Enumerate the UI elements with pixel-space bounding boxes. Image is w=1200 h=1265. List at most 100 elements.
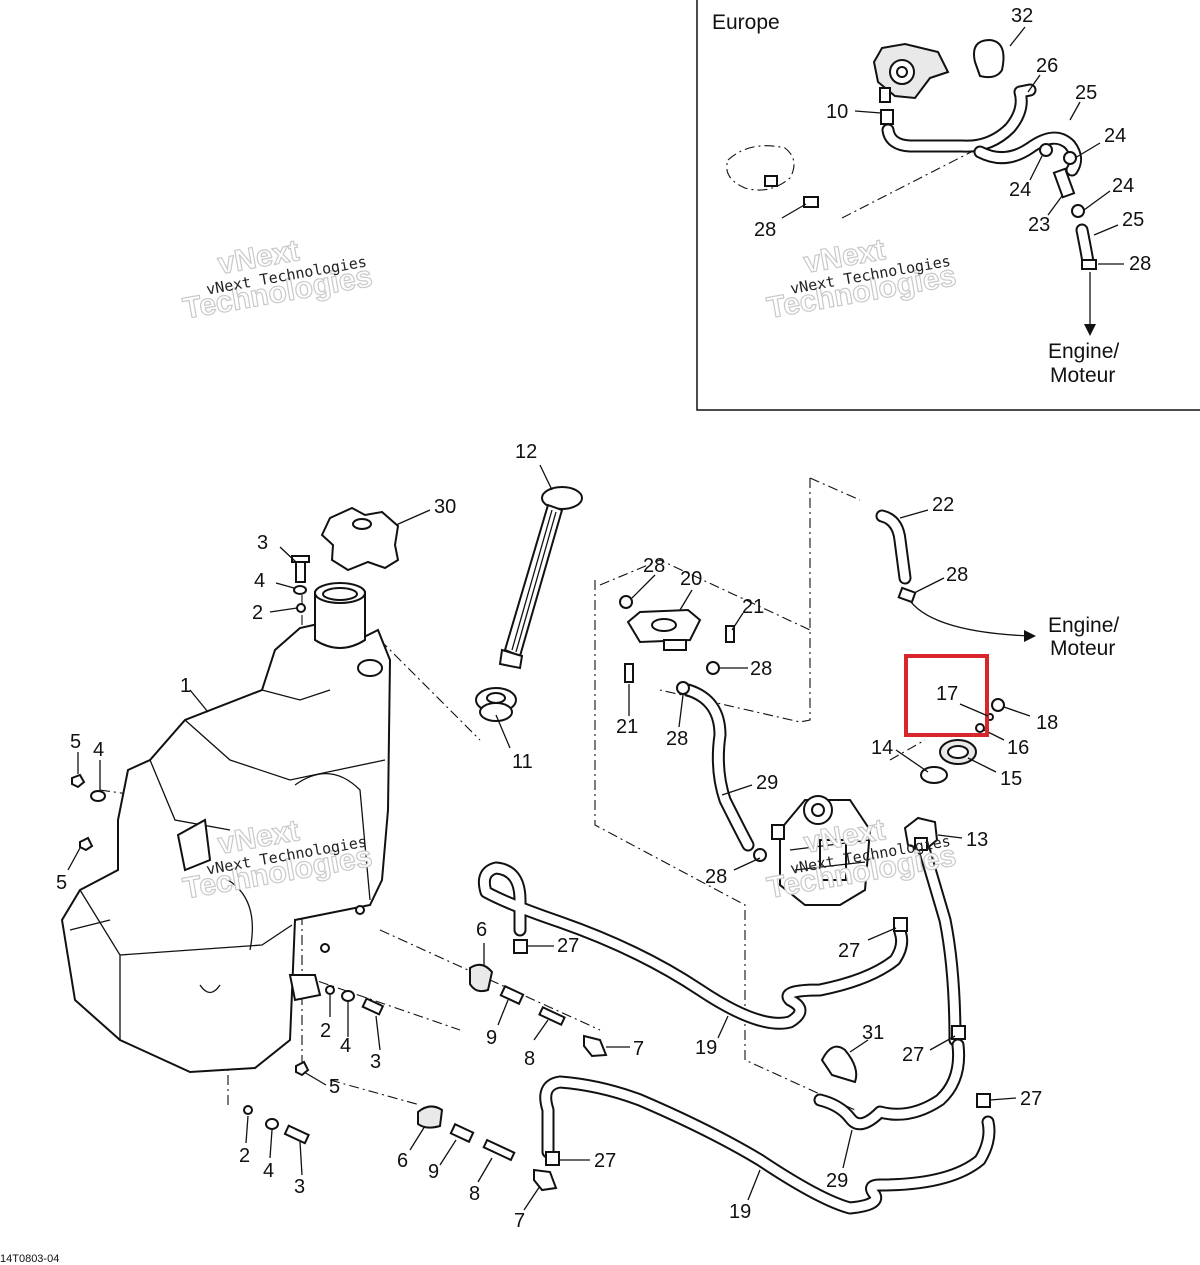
screw-21a (725, 625, 735, 643)
callout-21b: 21 (616, 716, 638, 738)
pump-plate (626, 608, 702, 651)
inset-callout-23: 23 (1028, 214, 1050, 236)
callout-17: 17 (936, 683, 958, 705)
callout-31: 31 (862, 1022, 884, 1044)
clamp-27c (951, 1025, 966, 1040)
callout-1: 1 (180, 675, 191, 697)
main-destination-line1: Engine/ (1048, 614, 1119, 637)
inset-callout-24b: 24 (1009, 179, 1031, 201)
callout-18: 18 (1036, 712, 1058, 734)
inset-fitting-28b (1081, 259, 1097, 270)
clamp-27e (545, 1151, 560, 1166)
inset-destination-line2: Moteur (1050, 364, 1115, 387)
inset-callout-32: 32 (1011, 5, 1033, 27)
watermark-top-left: vNext Technologies vNext Technologies (180, 234, 375, 327)
callout-7b: 7 (514, 1210, 525, 1232)
callout-28b: 28 (750, 658, 772, 680)
callout-6b: 6 (397, 1150, 408, 1172)
inset-callout-25a: 25 (1075, 82, 1097, 104)
callout-27e: 27 (594, 1150, 616, 1172)
clamp-28d (753, 848, 767, 862)
watermark-top-right: vNext Technologies vNext Technologies (764, 233, 959, 326)
inset-fitting-28a (803, 196, 819, 208)
callout-30: 30 (434, 496, 456, 518)
inset-clamp-24b (1063, 151, 1077, 165)
inset-region-label: Europe (712, 11, 780, 34)
highlight-callout-17[interactable]: 17 (904, 654, 989, 737)
leader-lines (67, 464, 1031, 1211)
fuel-tank (60, 582, 392, 1074)
inset-callout-26: 26 (1036, 55, 1058, 77)
callout-16: 16 (1007, 737, 1029, 759)
callout-4d: 4 (263, 1160, 274, 1182)
hose-19-lower (539, 1075, 996, 1215)
main-diagram: 12 30 3 4 2 1 5 4 5 11 28 20 21 28 21 28… (56, 441, 1119, 1232)
callout-4c: 4 (340, 1035, 351, 1057)
clamp-27d (976, 1093, 991, 1108)
gauge-grommet (475, 687, 517, 722)
callout-2b: 2 (320, 1020, 331, 1042)
reference-code: 14T0803-04 (0, 1253, 59, 1265)
highlight-box[interactable] (904, 654, 989, 737)
callout-27a: 27 (557, 935, 579, 957)
callout-28d: 28 (946, 564, 968, 586)
inset-callout-24c: 24 (1112, 175, 1134, 197)
callout-5b: 5 (56, 872, 67, 894)
clamp-27a (513, 939, 528, 954)
inset-callout-10: 10 (826, 101, 848, 123)
screw-21b (624, 663, 634, 683)
inset-fuel-pump (872, 42, 950, 103)
fuel-filter (903, 816, 939, 852)
callout-11: 11 (512, 751, 533, 773)
callout-21a: 21 (742, 596, 764, 618)
europe-inset: Europe (696, 0, 1200, 411)
inset-callout-25b: 25 (1122, 209, 1144, 231)
hose-29-upper (681, 683, 755, 852)
callout-29b: 29 (826, 1170, 848, 1192)
clamp-28b (706, 661, 720, 675)
carburetor (771, 795, 872, 906)
callout-2a: 2 (252, 602, 263, 624)
hose-19-upper (477, 861, 909, 1030)
callout-9b: 9 (428, 1161, 439, 1183)
callout-28e: 28 (705, 866, 727, 888)
callout-19a: 19 (695, 1037, 717, 1059)
inset-destination-line1: Engine/ (1048, 340, 1119, 363)
fitting-28e (897, 586, 917, 604)
clamp-27b (893, 917, 908, 932)
callout-4a: 4 (254, 570, 265, 592)
fuel-cap (320, 506, 400, 572)
inset-callout-28b: 28 (754, 219, 776, 241)
nut-16 (975, 723, 985, 733)
callout-6a: 6 (476, 919, 487, 941)
clamp-28a (619, 595, 633, 609)
strap-31 (820, 1045, 858, 1084)
inset-clamp-24a (1039, 143, 1053, 157)
clamp-28c (676, 681, 690, 695)
svg-text:vNext: vNext (801, 813, 887, 860)
callout-28a: 28 (643, 555, 665, 577)
callout-8b: 8 (469, 1183, 480, 1205)
inset-callout-28a: 28 (1129, 253, 1151, 275)
inset-clamp-24c (1071, 204, 1085, 218)
callout-27c: 27 (902, 1044, 924, 1066)
callout-3a: 3 (257, 532, 268, 554)
callout-8a: 8 (524, 1048, 535, 1070)
callout-27b: 27 (838, 940, 860, 962)
callout-9a: 9 (486, 1027, 497, 1049)
callout-3c: 3 (294, 1176, 305, 1198)
callout-19b: 19 (729, 1201, 751, 1223)
callout-7a: 7 (633, 1038, 644, 1060)
inset-frame (696, 0, 1200, 411)
inset-strap-32 (973, 38, 1005, 79)
callout-14: 14 (871, 737, 893, 759)
callout-20: 20 (680, 568, 702, 590)
callout-22: 22 (932, 494, 954, 516)
callout-12: 12 (515, 441, 537, 463)
inset-pump-mount (726, 145, 795, 191)
callout-13: 13 (966, 829, 988, 851)
hose-29-long (813, 835, 966, 1131)
callout-28c: 28 (666, 728, 688, 750)
callouts: 12 30 3 4 2 1 5 4 5 11 28 20 21 28 21 28… (56, 441, 1058, 1232)
